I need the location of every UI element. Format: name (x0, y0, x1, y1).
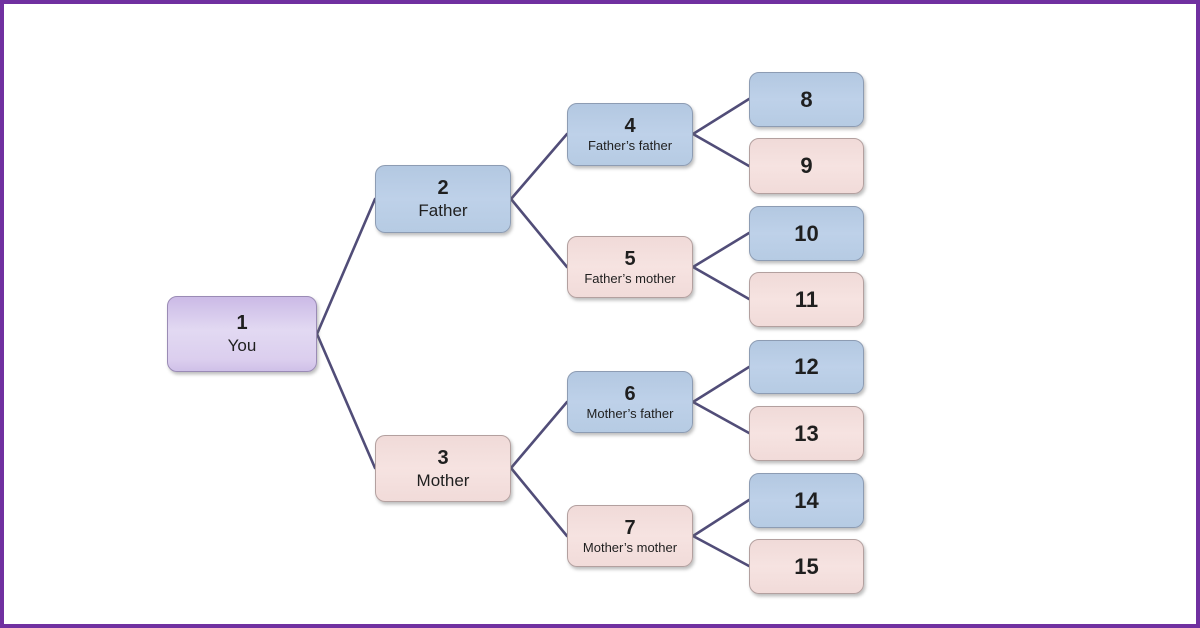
node-12: 12 (749, 340, 864, 394)
edge-2-5 (509, 197, 569, 269)
node-number: 10 (794, 220, 819, 246)
node-father: 2 Father (375, 165, 511, 233)
node-number: 6 (624, 382, 636, 405)
edge-7-15 (691, 534, 751, 568)
node-11: 11 (749, 272, 864, 327)
node-label: Mother (416, 470, 470, 490)
node-number: 11 (794, 286, 819, 312)
node-fathers-father: 4 Father’s father (567, 103, 693, 166)
edge-3-6 (509, 400, 569, 470)
node-number: 1 (236, 312, 248, 335)
node-mother: 3 Mother (375, 435, 511, 502)
node-number: 5 (624, 247, 636, 270)
node-number: 3 (437, 446, 449, 469)
edge-5-11 (691, 265, 751, 301)
node-8: 8 (749, 72, 864, 127)
node-number: 8 (800, 86, 813, 112)
node-number: 13 (794, 420, 819, 446)
node-mothers-father: 6 Mother’s father (567, 371, 693, 433)
edge-4-8 (691, 97, 751, 136)
node-label: Mother’s mother (582, 539, 678, 555)
node-label: You (227, 336, 257, 356)
node-13: 13 (749, 406, 864, 461)
node-mothers-mother: 7 Mother’s mother (567, 505, 693, 567)
edge-4-9 (691, 132, 751, 168)
node-14: 14 (749, 473, 864, 528)
node-number: 12 (794, 354, 819, 380)
node-number: 15 (794, 553, 819, 579)
edge-6-13 (691, 400, 751, 435)
edge-2-4 (509, 132, 569, 201)
node-number: 2 (437, 177, 449, 200)
edge-6-12 (691, 365, 751, 404)
node-number: 9 (800, 153, 813, 179)
node-9: 9 (749, 138, 864, 194)
node-fathers-mother: 5 Father’s mother (567, 236, 693, 298)
node-label: Father’s father (587, 138, 673, 154)
edge-3-7 (509, 466, 569, 538)
node-label: Father’s mother (584, 270, 676, 286)
node-10: 10 (749, 206, 864, 261)
edge-5-10 (691, 231, 751, 269)
node-number: 7 (624, 516, 636, 539)
node-label: Mother’s father (586, 405, 674, 421)
node-number: 4 (624, 115, 636, 138)
node-label: Father (418, 201, 468, 221)
node-number: 14 (794, 487, 819, 513)
node-15: 15 (749, 539, 864, 594)
edge-1-2 (315, 197, 377, 336)
node-you: 1 You (167, 296, 317, 372)
edge-1-3 (315, 332, 377, 470)
edge-7-14 (691, 498, 751, 538)
